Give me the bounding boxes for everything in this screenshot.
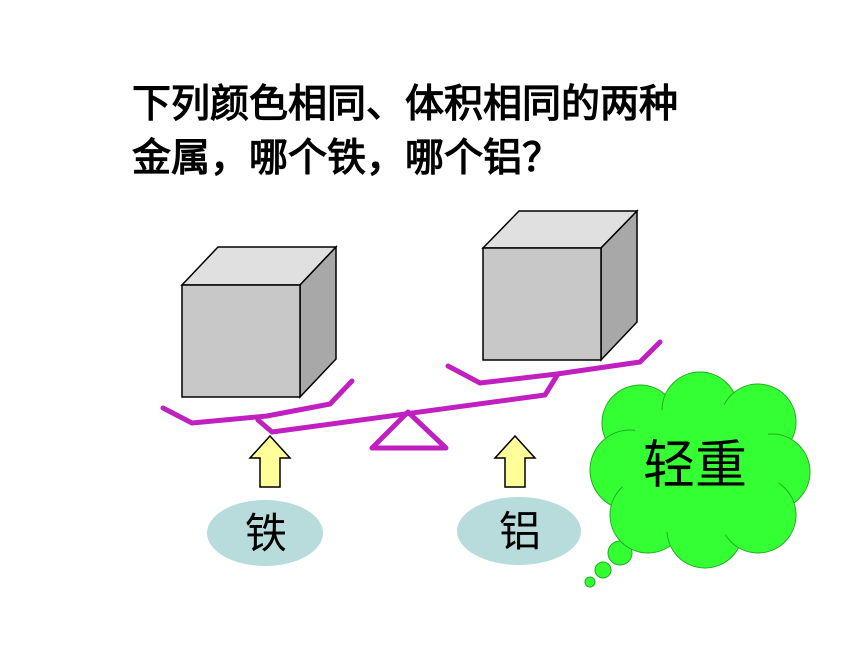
question-text: 下列颜色相同、体积相同的两种 金属，哪个铁，哪个铝？ (132, 78, 772, 186)
thought-bubble (584, 371, 811, 588)
label-oval-aluminum (457, 497, 581, 565)
label-iron: 铁 (244, 509, 287, 558)
fulcrum (369, 409, 449, 451)
question-line-2: 金属，哪个铁，哪个铝？ (132, 136, 562, 181)
right-cube (481, 209, 639, 362)
label-aluminum: 铝 (498, 507, 541, 556)
up-arrow-right (493, 434, 537, 488)
thought-bubble-text: 轻重 (642, 436, 747, 496)
up-arrow-left (248, 434, 292, 488)
label-oval-iron (207, 500, 323, 566)
question-line-1: 下列颜色相同、体积相同的两种 (132, 82, 679, 127)
left-cube (180, 245, 338, 399)
